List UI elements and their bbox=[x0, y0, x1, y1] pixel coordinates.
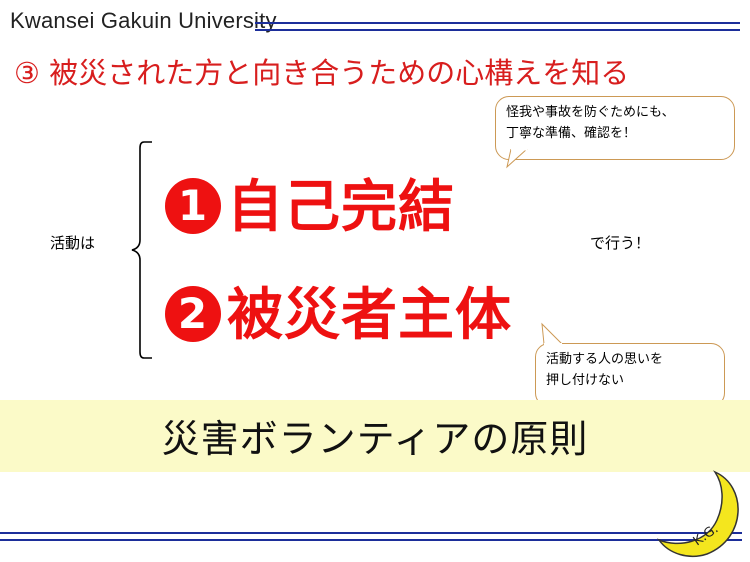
curly-brace bbox=[131, 141, 152, 359]
footer-divider bbox=[0, 532, 742, 541]
number-badge-2: 2 bbox=[165, 286, 221, 342]
bubble-line: 丁寧な準備、確認を！ bbox=[506, 126, 637, 141]
banner-text: 災害ボランティアの原則 bbox=[161, 417, 589, 461]
bubble-line: 押し付けない bbox=[546, 373, 625, 388]
bubble-tail bbox=[506, 149, 528, 169]
slide-title: ③ 被災された方と向き合うための心構えを知る bbox=[14, 56, 630, 90]
trail-text: で行う！ bbox=[590, 234, 651, 252]
banner-band bbox=[0, 400, 750, 472]
bubble-tail bbox=[541, 322, 563, 345]
number-badge-1: 1 bbox=[165, 178, 221, 234]
header-divider bbox=[255, 22, 740, 31]
principle-label: 自己完結 bbox=[227, 175, 455, 240]
bubble-line: 怪我や事故を防ぐためにも、 bbox=[506, 105, 675, 120]
kg-moon-logo: K.G. bbox=[656, 470, 739, 558]
lead-text: 活動は bbox=[50, 234, 96, 252]
bubble-line: 活動する人の思いを bbox=[546, 352, 664, 367]
speech-bubble-preparation: 怪我や事故を防ぐためにも、 丁寧な準備、確認を！ bbox=[495, 96, 735, 160]
university-name: Kwansei Gakuin University bbox=[10, 8, 277, 33]
speech-bubble-survivor: 活動する人の思いを 押し付けない bbox=[535, 343, 725, 407]
principle-label: 被災者主体 bbox=[227, 283, 512, 348]
